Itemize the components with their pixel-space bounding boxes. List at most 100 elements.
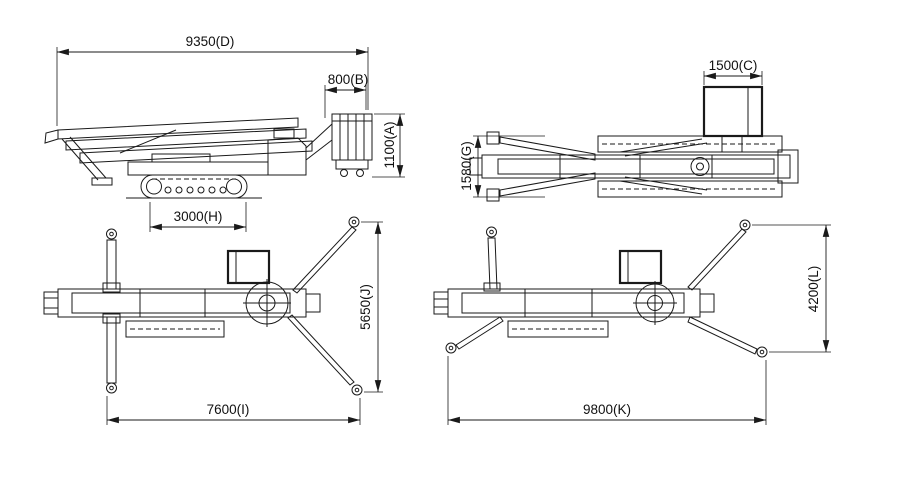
sprocket: [146, 178, 162, 195]
sprocket: [226, 178, 242, 195]
basket-wheel: [340, 169, 348, 177]
outrigger-foot: [739, 219, 751, 231]
basket-link: [305, 139, 333, 161]
outrigger-foot: [486, 226, 497, 238]
chassis: [127, 161, 269, 176]
outrigger-foot: [486, 188, 500, 202]
folded-leg: [499, 136, 596, 161]
road-wheel: [186, 186, 194, 194]
outrigger-foot-pin: [109, 231, 114, 237]
basket-mount: [721, 135, 743, 153]
dim-overall-height: 1100(A): [372, 113, 405, 178]
road-wheel: [164, 186, 172, 194]
outrigger-foot-pin: [489, 229, 494, 235]
dim-outrigger-span-length-narrow: 7600(I): [106, 396, 361, 425]
boom-tip-fork: [43, 291, 58, 315]
track-plan: [507, 320, 609, 338]
plan-b-machine: [433, 219, 768, 358]
lift-cylinder: [119, 129, 177, 154]
folded-leg: [499, 172, 596, 197]
boom-section-2: [65, 128, 307, 151]
outrigger-leg-diagonal: [455, 316, 504, 350]
plan-a-machine: [43, 216, 363, 396]
outrigger-leg-diagonal: [292, 226, 357, 294]
dim-label-L: 4200(L): [806, 266, 821, 313]
dim-label-J: 5650(J): [358, 284, 373, 330]
outrigger-foot: [486, 131, 500, 145]
dim-label-C: 1500(C): [709, 58, 758, 73]
jib-strut: [69, 136, 107, 179]
outrigger-foot-pin: [354, 387, 360, 393]
outrigger-foot: [351, 384, 363, 396]
top-view-machine: [469, 85, 799, 202]
basket-plan: [618, 249, 663, 285]
leg-knuckle: [483, 282, 501, 292]
dim-label-H: 3000(H): [174, 209, 223, 224]
outrigger-foot-pin: [742, 222, 748, 228]
boom-section-3: [79, 140, 313, 164]
outrigger-foot: [348, 216, 360, 228]
outrigger-leg-diagonal: [287, 314, 355, 386]
crawler-track: [140, 174, 248, 199]
outrigger-leg-down: [106, 316, 117, 384]
side-view-machine: [44, 113, 373, 199]
turntable-center: [696, 162, 704, 171]
outrigger-leg-up: [106, 239, 117, 290]
folded-leg: [624, 142, 708, 157]
counterweight: [777, 149, 799, 184]
folded-leg: [619, 180, 703, 195]
basket-plan: [702, 85, 764, 138]
boom-tip-fork: [433, 291, 448, 315]
dim-label-I: 7600(I): [207, 402, 250, 417]
outrigger-foot-pin: [759, 349, 765, 355]
track-plan-bottom: [597, 180, 783, 198]
turret: [267, 137, 307, 176]
dim-label-A: 1100(A): [382, 121, 397, 168]
dim-outrigger-span-width-narrow: 5650(J): [358, 221, 383, 393]
boom-plan-outer: [481, 154, 791, 179]
turntable-plan: [690, 157, 710, 176]
dim-basket-overhang: 800(B): [324, 72, 369, 118]
dim-overall-width: 1580(G): [459, 135, 545, 198]
dim-label-B: 800(B): [328, 72, 369, 87]
road-wheel: [219, 186, 227, 194]
dim-label-K: 9800(K): [583, 402, 631, 417]
dim-overall-length: 9350(D): [56, 34, 369, 126]
road-wheel: [208, 186, 216, 194]
boom-tip: [44, 129, 59, 144]
jib-strut: [61, 138, 99, 181]
boom-section-1: [57, 117, 299, 140]
track-plan: [125, 320, 225, 338]
turret-cap: [273, 128, 295, 139]
outrigger-leg-diagonal: [687, 228, 747, 291]
outrigger-leg-up: [487, 237, 498, 290]
road-wheel: [175, 186, 183, 194]
outrigger-foot: [445, 342, 457, 354]
basket-wheel: [356, 169, 364, 177]
outrigger-foot: [106, 382, 117, 394]
boom-tail: [699, 293, 715, 313]
dim-track-length: 3000(H): [149, 202, 247, 232]
basket-link: [305, 123, 333, 149]
dim-outrigger-span-width-wide: 4200(L): [752, 224, 831, 353]
boom-plan: [461, 292, 685, 314]
road-wheel: [197, 186, 205, 194]
plan-view-outriggers-narrow: 5650(J) 7600(I): [43, 216, 383, 425]
top-view-stowed: 1500(C) 1580(G): [459, 58, 799, 202]
outrigger-leg-diagonal: [687, 316, 758, 355]
side-view: 9350(D) 800(B) 1100(A) 3000(H): [44, 34, 405, 232]
basket-plan: [226, 249, 271, 285]
outrigger-foot-pin: [351, 219, 357, 225]
leg-knuckle: [102, 313, 121, 324]
dim-basket-length: 1500(C): [703, 58, 763, 85]
dim-outrigger-span-length-wide: 9800(K): [447, 356, 767, 425]
dim-label-G: 1580(G): [459, 141, 474, 191]
chassis-riser: [151, 153, 211, 163]
leg-knuckle: [102, 282, 121, 293]
boom-plan-inner: [497, 158, 775, 175]
outrigger-foot-pin: [448, 345, 454, 351]
jib-foot: [91, 177, 113, 186]
folded-leg: [624, 176, 708, 191]
